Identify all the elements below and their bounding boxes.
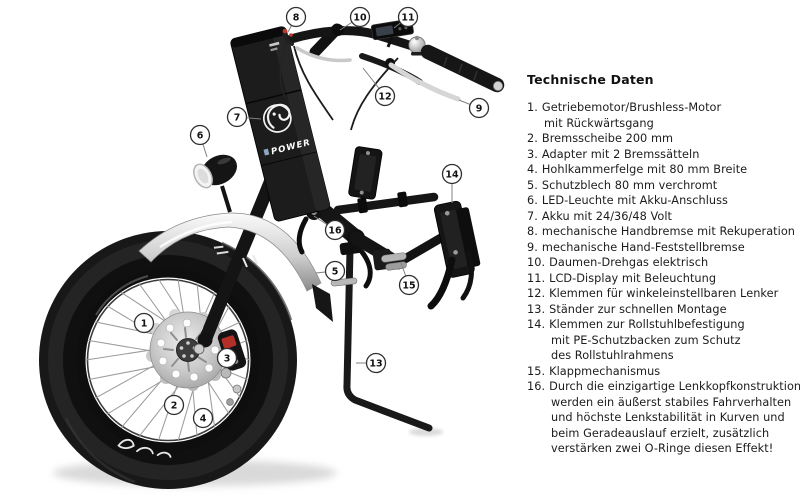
spec-item-number: 11. [527,271,546,285]
spec-item-number: 10. [527,256,546,269]
grip [420,44,505,93]
callout-9: 9 [468,97,490,119]
callout-number-15: 15 [402,280,415,291]
callout-number-9: 9 [476,103,483,114]
callout-number-14: 14 [445,169,459,180]
spec-item: 6.LED-Leuchte mit Akku-Anschluss [527,194,728,207]
wheelchair-clamps [348,146,481,310]
callout-12: 12 [374,85,396,107]
mud-flap [312,284,333,322]
led-light [193,154,238,213]
callout-16: 16 [324,219,346,241]
spec-item: 14.Klemmen zur Rollstuhlbefestigung [527,318,745,331]
product-figure-wrap: POWER [39,6,505,489]
brake-lever [388,62,461,102]
callout-15: 15 [398,274,420,296]
right-clamp [433,200,481,278]
spec-item: 10.Daumen-Drehgas elektrisch [527,256,709,269]
battery-pack: POWER [230,26,331,222]
callout-number-5: 5 [332,266,339,277]
brake-cable [293,45,334,121]
horse-logo-icon [262,103,292,133]
callout-4: 4 [192,407,214,429]
spec-item-number: 15. [527,364,546,378]
callout-number-12: 12 [378,91,391,102]
spec-item-number: 2. [527,132,538,145]
callout-number-13: 13 [369,358,382,369]
callout-number-10: 10 [353,12,367,23]
spec-item-number: 5. [527,178,538,192]
disc-bolts [179,341,197,358]
spec-item-number: 14. [527,318,546,331]
spec-item-continuation: verstärken zwei O-Ringe diesen Effekt! [551,442,774,455]
folding-screws [372,248,407,271]
callout-13: 13 [365,352,387,374]
spec-item: 7.Akku mit 24/36/48 Volt [527,209,673,223]
spec-item: 16.Durch die einzigartige Lenkkopfkonstr… [527,380,800,393]
spec-item: 1.Getriebemotor/Brushless-Motor [527,101,722,114]
tire-markings [117,245,229,458]
callout-11: 11 [397,6,419,28]
spec-item-continuation: mit PE-Schutzbacken zum Schutz [551,333,741,347]
spec-item: 4.Hohlkammerfelge mit 80 mm Breite [527,163,748,176]
callout-number-8: 8 [293,12,300,23]
callout-number-6: 6 [197,130,204,141]
callout-number-1: 1 [141,318,148,329]
spec-item-continuation: und höchste Lenkstabilität in Kurven und [551,411,785,424]
spec-item-number: 13. [527,302,546,316]
spec-item-number: 16. [527,380,546,393]
spec-item: 5.Schutzblech 80 mm verchromt [527,178,718,192]
spec-item: 8.mechanische Handbremse mit Rekuperatio… [527,225,796,238]
callout-number-11: 11 [401,12,414,23]
spec-item-continuation: des Rollstuhlrahmens [551,349,674,362]
brand-mark [263,148,270,156]
callout-6: 6 [189,124,211,146]
callout-2: 2 [163,394,185,416]
spec-item-number: 7. [527,209,538,223]
callout-number-4: 4 [200,413,207,424]
clamp-lever [427,256,456,310]
spec-item: 9.mechanische Hand-Feststellbremse [527,240,745,254]
spec-item-continuation: werden ein äußerst stabiles Fahrverhalte… [551,395,792,409]
handlebar-assembly [279,18,505,131]
rim [76,268,260,452]
spec-item-number: 6. [527,194,538,207]
callout-14: 14 [441,163,463,185]
fork-decal [242,254,258,268]
specs-list: 1.Getriebemotor/Brushless-Motor mit Rückw… [527,100,800,457]
spec-item-number: 8. [527,225,538,238]
spec-item-continuation: mit Rückwärtsgang [544,116,654,130]
upper-clamp [348,146,383,200]
spec-item-number: 3. [527,147,538,161]
spec-item-number: 1. [527,101,538,114]
spec-item-number: 9. [527,240,538,254]
handbike-product-figure: POWER [39,6,505,489]
spec-item: 2.Bremsscheibe 200 mm [527,132,674,145]
spec-item: 13.Ständer zur schnellen Montage [527,302,727,316]
callout-7: 7 [226,106,248,128]
callout-10: 10 [349,6,371,28]
callout-number-3: 3 [224,353,231,364]
technical-data-panel: Technische Daten 1.Getriebemotor/Brushle… [527,72,800,457]
spec-item: 3.Adapter mit 2 Bremssätteln [527,147,700,161]
spec-item-number: 4. [527,163,538,176]
spec-item: 15.Klappmechanismus [527,364,661,378]
callout-number-7: 7 [234,112,241,123]
fender [138,212,333,322]
spec-item: 11.LCD-Display mit Beleuchtung [527,271,717,285]
callout-number-2: 2 [171,400,178,411]
callout-8: 8 [285,6,307,28]
spec-item-number: 12. [527,287,546,300]
bell [408,35,426,56]
specs-title: Technische Daten [527,72,654,87]
callout-number-16: 16 [328,225,342,236]
callout-3: 3 [216,347,238,369]
spec-item: 12.Klemmen für winkeleinstellbaren Lenke… [527,287,779,300]
spec-item-continuation: beim Geradeauslauf erzielt, zusätzlich [551,426,770,440]
callout-1: 1 [133,312,155,334]
callout-5: 5 [324,260,346,282]
